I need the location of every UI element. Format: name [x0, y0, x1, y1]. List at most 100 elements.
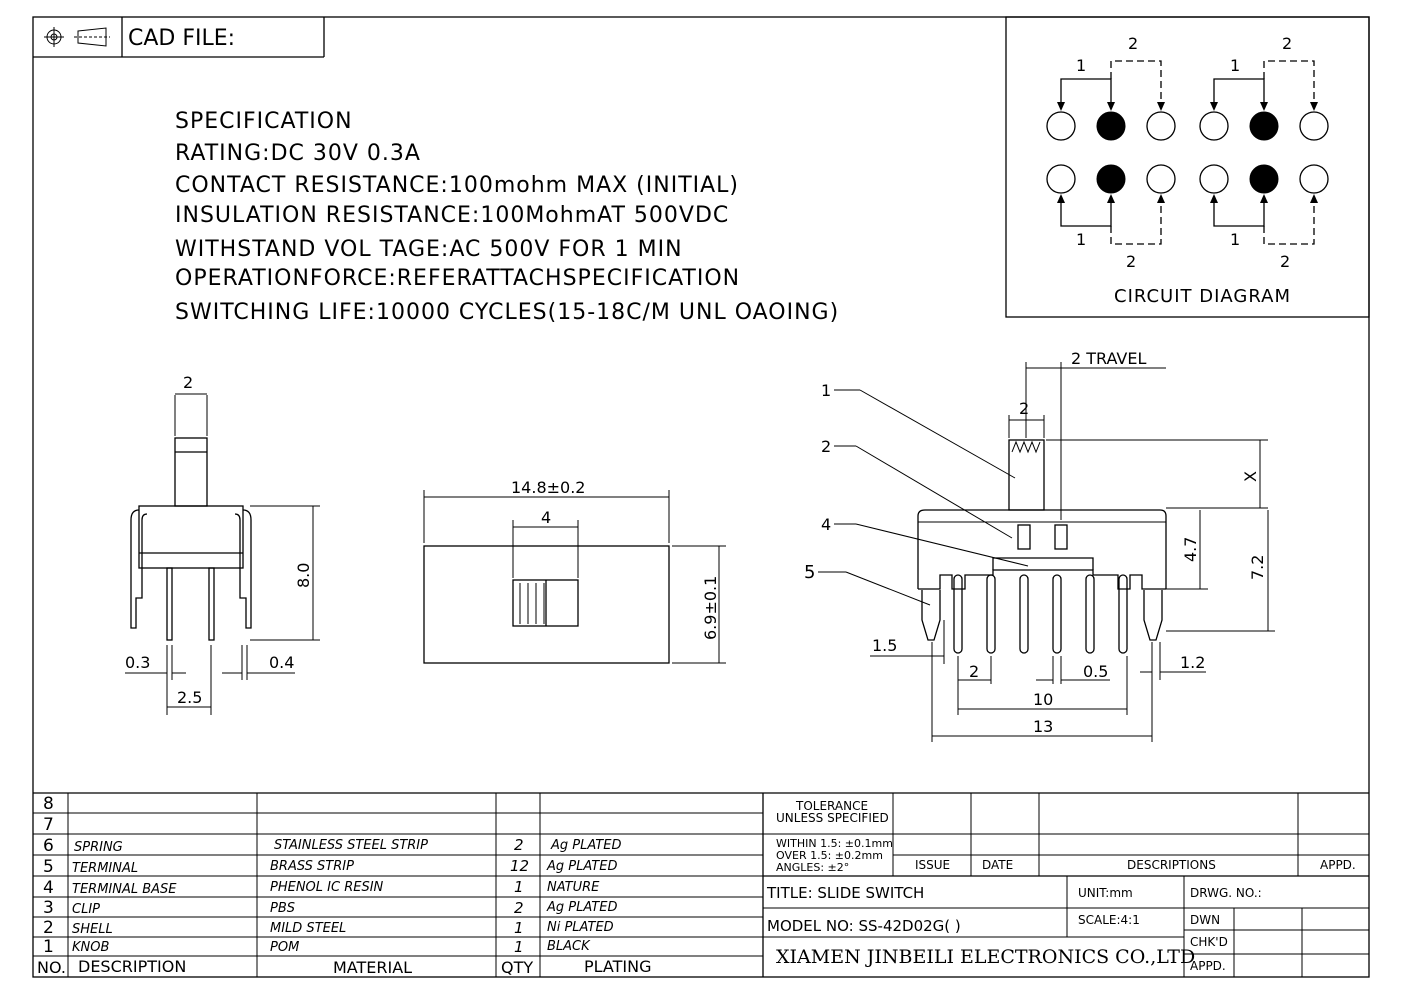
callout-5: 5 [804, 562, 815, 583]
front-view: 1 2 4 5 2 TRAVEL 2 X 4.7 7.2 [804, 349, 1275, 742]
circuit-label-1: 1 [1230, 56, 1240, 75]
bom-row-description: TERMINAL [72, 861, 138, 876]
top-dim-height: 6.9±0.1 [701, 576, 720, 640]
spec-operation-force: OPERATIONFORCE:REFERATTACHSPECIFICATION [175, 266, 740, 291]
tolerance-angles: ANGLES: ±2° [776, 861, 849, 874]
bom-row-no: 5 [43, 857, 54, 877]
travel-label: 2 TRAVEL [1071, 349, 1146, 368]
top-dim-width: 14.8±0.2 [511, 478, 585, 497]
side-dim-top: 2 [183, 373, 193, 392]
dim-1-5: 1.5 [872, 636, 897, 655]
tolerance-within: WITHIN 1.5: ±0.1mm [776, 837, 893, 850]
side-dim-pitch: 2.5 [177, 688, 202, 707]
tolerance-over: OVER 1.5: ±0.2mm [776, 849, 883, 862]
chkd-label: CHK'D [1190, 935, 1228, 949]
circuit-label-2: 2 [1282, 34, 1292, 53]
bom-row-description: KNOB [72, 940, 109, 955]
side-view: 2 8.0 0.3 0.4 2.5 [125, 373, 320, 715]
circuit-label-2: 2 [1128, 34, 1138, 53]
bom-row-description: TERMINAL BASE [72, 882, 177, 897]
bom-header-plating: PLATING [584, 957, 652, 976]
bom-table: 8 7 6 5 4 3 2 1 SPRING TERMINAL TERMINAL… [33, 792, 1369, 977]
spec-contact-resistance: CONTACT RESISTANCE:100mohm MAX (INITIAL) [175, 173, 739, 198]
descriptions-label: DESCRIPTIONS [1127, 858, 1216, 872]
circuit-label-1: 1 [1076, 230, 1086, 249]
appd-2-label: APPD. [1190, 959, 1226, 973]
circuit-label-2: 2 [1280, 252, 1290, 271]
callout-4: 4 [821, 515, 831, 534]
dim-2-pitch: 2 [969, 662, 979, 681]
bom-row-plating: BLACK [547, 939, 591, 954]
drawing-title: TITLE: SLIDE SWITCH [766, 884, 924, 902]
bom-row-description: SPRING [74, 840, 123, 855]
bom-row-description: CLIP [72, 902, 100, 917]
callout-1: 1 [821, 381, 831, 400]
dim-4-7: 4.7 [1181, 537, 1200, 562]
bom-row-plating: NATURE [547, 880, 600, 895]
bom-row-no: 8 [43, 794, 54, 814]
bom-row-qty: 1 [514, 919, 524, 937]
bom-row-no: 4 [43, 878, 54, 898]
circuit-label-1: 1 [1076, 56, 1086, 75]
side-dim-left: 0.3 [125, 653, 150, 672]
tolerance-subtitle: UNLESS SPECIFIED [776, 811, 889, 825]
title-block: TOLERANCE UNLESS SPECIFIED WITHIN 1.5: ±… [763, 793, 1369, 977]
bom-row-plating: Ni PLATED [547, 920, 614, 935]
model-number: MODEL NO: SS-42D02G( ) [767, 917, 961, 935]
appd-label: APPD. [1320, 858, 1356, 872]
bom-row-qty: 12 [510, 857, 529, 875]
bom-row-material: POM [270, 940, 299, 955]
tolerance-title: TOLERANCE [795, 799, 868, 813]
bom-header-qty: QTY [501, 958, 533, 977]
bom-row-material: PBS [270, 901, 295, 916]
dim-13: 13 [1033, 717, 1053, 736]
bom-row-no: 2 [43, 918, 54, 938]
spec-withstand-voltage: WITHSTAND VOL TAGE:AC 500V FOR 1 MIN [175, 237, 683, 262]
bom-row-plating: Ag PLATED [550, 838, 621, 853]
dim-10: 10 [1033, 690, 1053, 709]
circuit-diagram: 1 2 1 2 1 2 1 2 CIRCUIT DIAGRAM [1005, 16, 1370, 318]
sheet-border [32, 16, 1370, 978]
bom-row-material: BRASS STRIP [270, 859, 354, 874]
bom-row-no: 7 [43, 815, 54, 835]
bom-header-material: MATERIAL [333, 958, 412, 977]
bom-row-qty: 1 [514, 878, 524, 896]
bom-row-no: 1 [43, 937, 54, 957]
bom-row-plating: Ag PLATED [546, 859, 617, 874]
knob-width-dim: 2 [1019, 399, 1029, 418]
unit-label: UNIT:mm [1078, 886, 1133, 900]
projection-symbol-icon [44, 27, 110, 47]
spec-switching-life: SWITCHING LIFE:10000 CYCLES(15-18C/M UNL… [175, 300, 839, 325]
top-dim-knob: 4 [541, 508, 551, 527]
callout-2: 2 [821, 437, 831, 456]
circuit-label-1: 1 [1230, 230, 1240, 249]
spec-rating: RATING:DC 30V 0.3A [175, 141, 421, 166]
side-dim-right: 0.4 [269, 653, 294, 672]
dim-7-2: 7.2 [1248, 555, 1267, 580]
scale-label: SCALE:4:1 [1078, 913, 1140, 927]
bom-row-qty: 2 [514, 836, 524, 854]
specification-block: SPECIFICATION RATING:DC 30V 0.3A CONTACT… [175, 109, 839, 325]
dim-1-2: 1.2 [1180, 653, 1205, 672]
circuit-label-2: 2 [1126, 252, 1136, 271]
bom-row-no: 6 [43, 836, 54, 856]
bom-row-qty: 2 [514, 899, 524, 917]
bom-row-qty: 1 [514, 938, 524, 956]
dwn-label: DWN [1190, 913, 1220, 927]
circuit-diagram-title: CIRCUIT DIAGRAM [1114, 286, 1291, 307]
spec-insulation-resistance: INSULATION RESISTANCE:100MohmAT 500VDC [175, 203, 729, 228]
dim-0-5: 0.5 [1083, 662, 1108, 681]
drwg-no-label: DRWG. NO.: [1190, 886, 1262, 900]
bom-row-material: PHENOL IC RESIN [270, 880, 384, 895]
issue-label: ISSUE [915, 858, 950, 872]
bom-header-no: NO. [37, 958, 66, 977]
top-view: 14.8±0.2 4 6.9±0.1 [423, 478, 726, 664]
bom-row-no: 3 [43, 898, 54, 918]
spec-title: SPECIFICATION [175, 109, 353, 134]
bom-row-plating: Ag PLATED [546, 900, 617, 915]
bom-row-description: SHELL [72, 922, 113, 937]
dim-x: X [1241, 471, 1260, 482]
side-dim-height: 8.0 [294, 563, 313, 588]
cad-file-label: CAD FILE: [128, 26, 235, 51]
